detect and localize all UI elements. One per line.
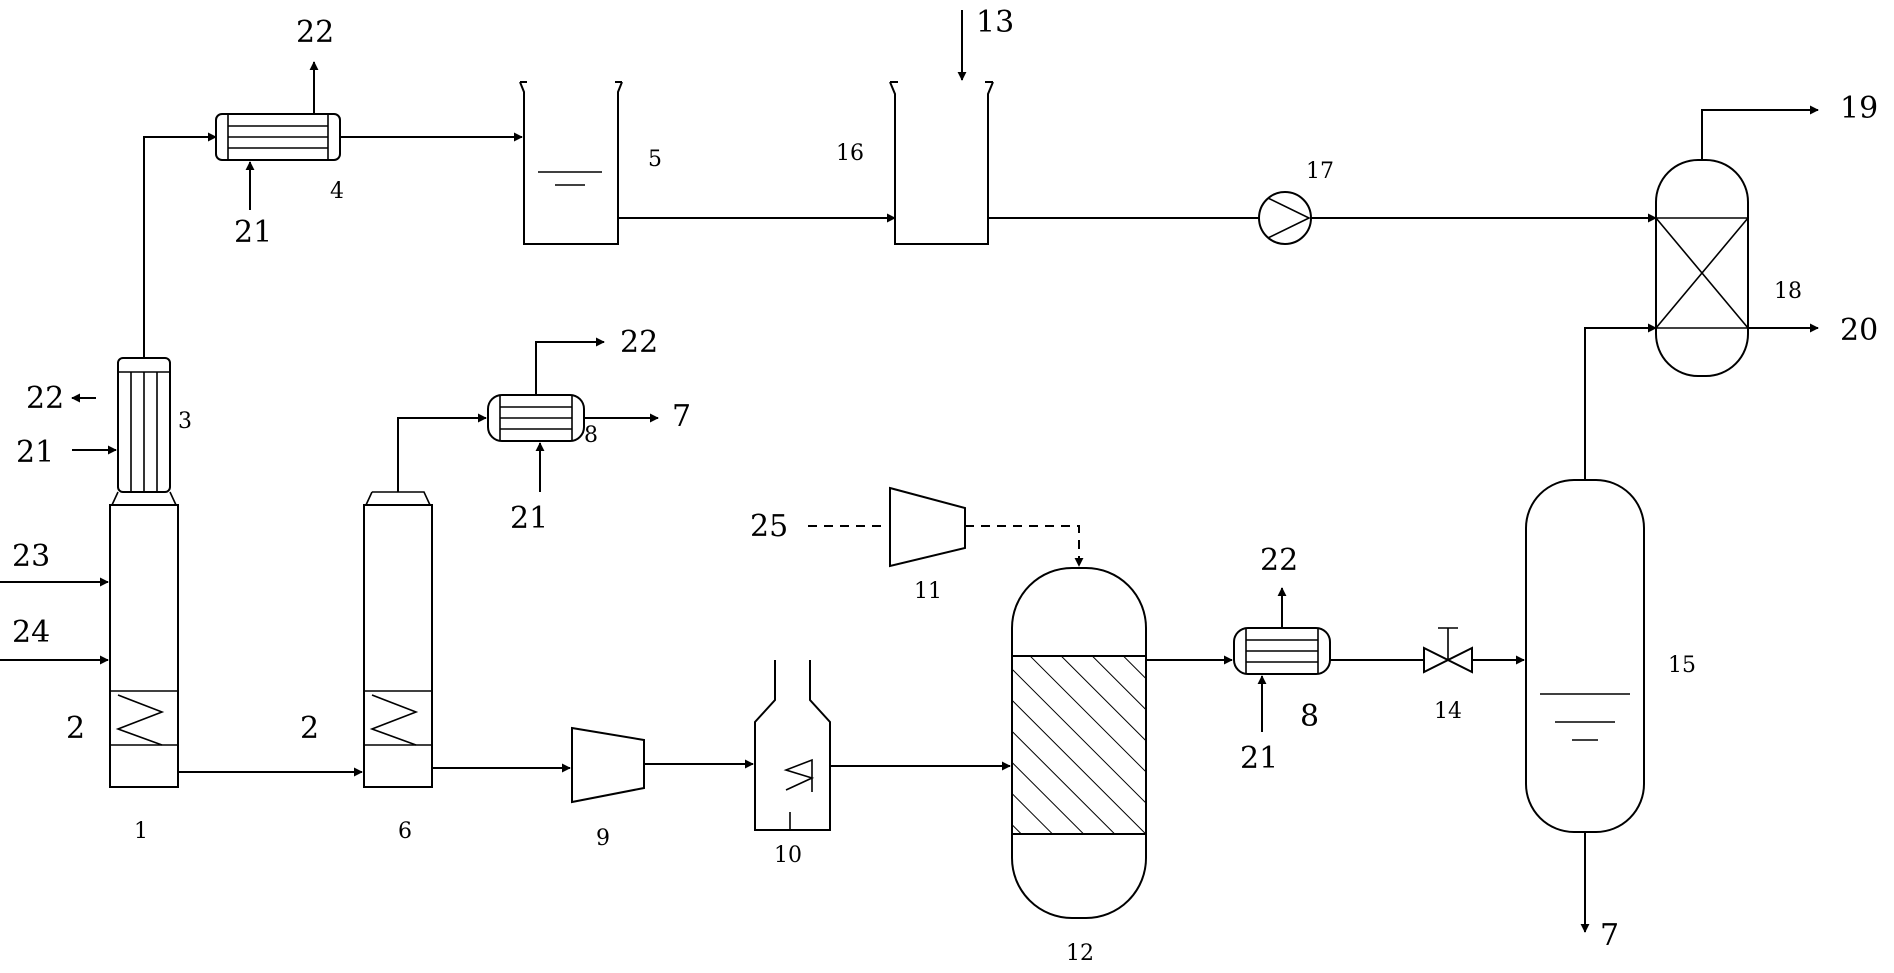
label-9: 9 — [596, 826, 610, 851]
label-8-b: 8 — [1300, 699, 1319, 734]
label-21-c: 21 — [510, 501, 548, 536]
label-18: 18 — [1774, 279, 1802, 304]
stream-22-from-8-upper — [535, 337, 605, 395]
label-8-a: 8 — [584, 423, 598, 448]
label-10: 10 — [774, 843, 802, 868]
label-13: 13 — [976, 5, 1014, 40]
pipe-6-to-8 — [397, 413, 487, 492]
heat-exchanger-8-lower — [1233, 627, 1331, 675]
label-20: 20 — [1840, 313, 1878, 348]
label-7-a: 7 — [672, 399, 691, 434]
label-6: 6 — [398, 819, 412, 844]
label-2-b: 2 — [300, 711, 319, 746]
label-19: 19 — [1840, 91, 1878, 126]
label-17: 17 — [1306, 159, 1334, 184]
label-22-a: 22 — [296, 15, 334, 50]
compressor-9 — [571, 726, 645, 804]
label-24: 24 — [12, 615, 50, 650]
compressor-11 — [889, 486, 966, 568]
label-16: 16 — [836, 141, 864, 166]
label-22-c: 22 — [620, 325, 658, 360]
stream-19-from-18 — [1701, 105, 1819, 160]
pipe-15-to-18 — [1584, 323, 1657, 480]
label-5: 5 — [648, 147, 662, 172]
label-22-b: 22 — [26, 381, 64, 416]
tank-5 — [519, 81, 623, 245]
label-1: 1 — [134, 819, 148, 844]
pump-17 — [1258, 191, 1312, 245]
label-21-d: 21 — [1240, 741, 1278, 776]
label-21-a: 21 — [234, 215, 272, 250]
pipe-3-to-4 — [143, 132, 217, 358]
tank-16 — [889, 81, 994, 245]
stream-11-to-12 — [965, 525, 1084, 567]
condenser-3 — [110, 357, 178, 506]
label-4: 4 — [330, 179, 344, 204]
heater-10 — [754, 660, 831, 831]
reactor-12 — [1011, 567, 1147, 919]
label-25: 25 — [750, 509, 788, 544]
valve-14 — [1423, 627, 1473, 674]
absorber-18 — [1655, 159, 1749, 377]
label-11: 11 — [914, 579, 942, 604]
column-1 — [109, 504, 179, 788]
label-23: 23 — [12, 539, 50, 574]
label-3: 3 — [178, 409, 192, 434]
label-21-b: 21 — [16, 435, 54, 470]
heat-exchanger-4 — [215, 113, 341, 161]
heat-exchanger-8-upper — [487, 394, 585, 442]
label-2-a: 2 — [66, 711, 85, 746]
label-22-d: 22 — [1260, 543, 1298, 578]
column-6 — [363, 491, 433, 788]
label-7-b: 7 — [1600, 918, 1619, 953]
label-12: 12 — [1066, 941, 1094, 966]
label-15: 15 — [1668, 653, 1696, 678]
label-14: 14 — [1434, 699, 1462, 724]
separator-15 — [1525, 479, 1645, 833]
